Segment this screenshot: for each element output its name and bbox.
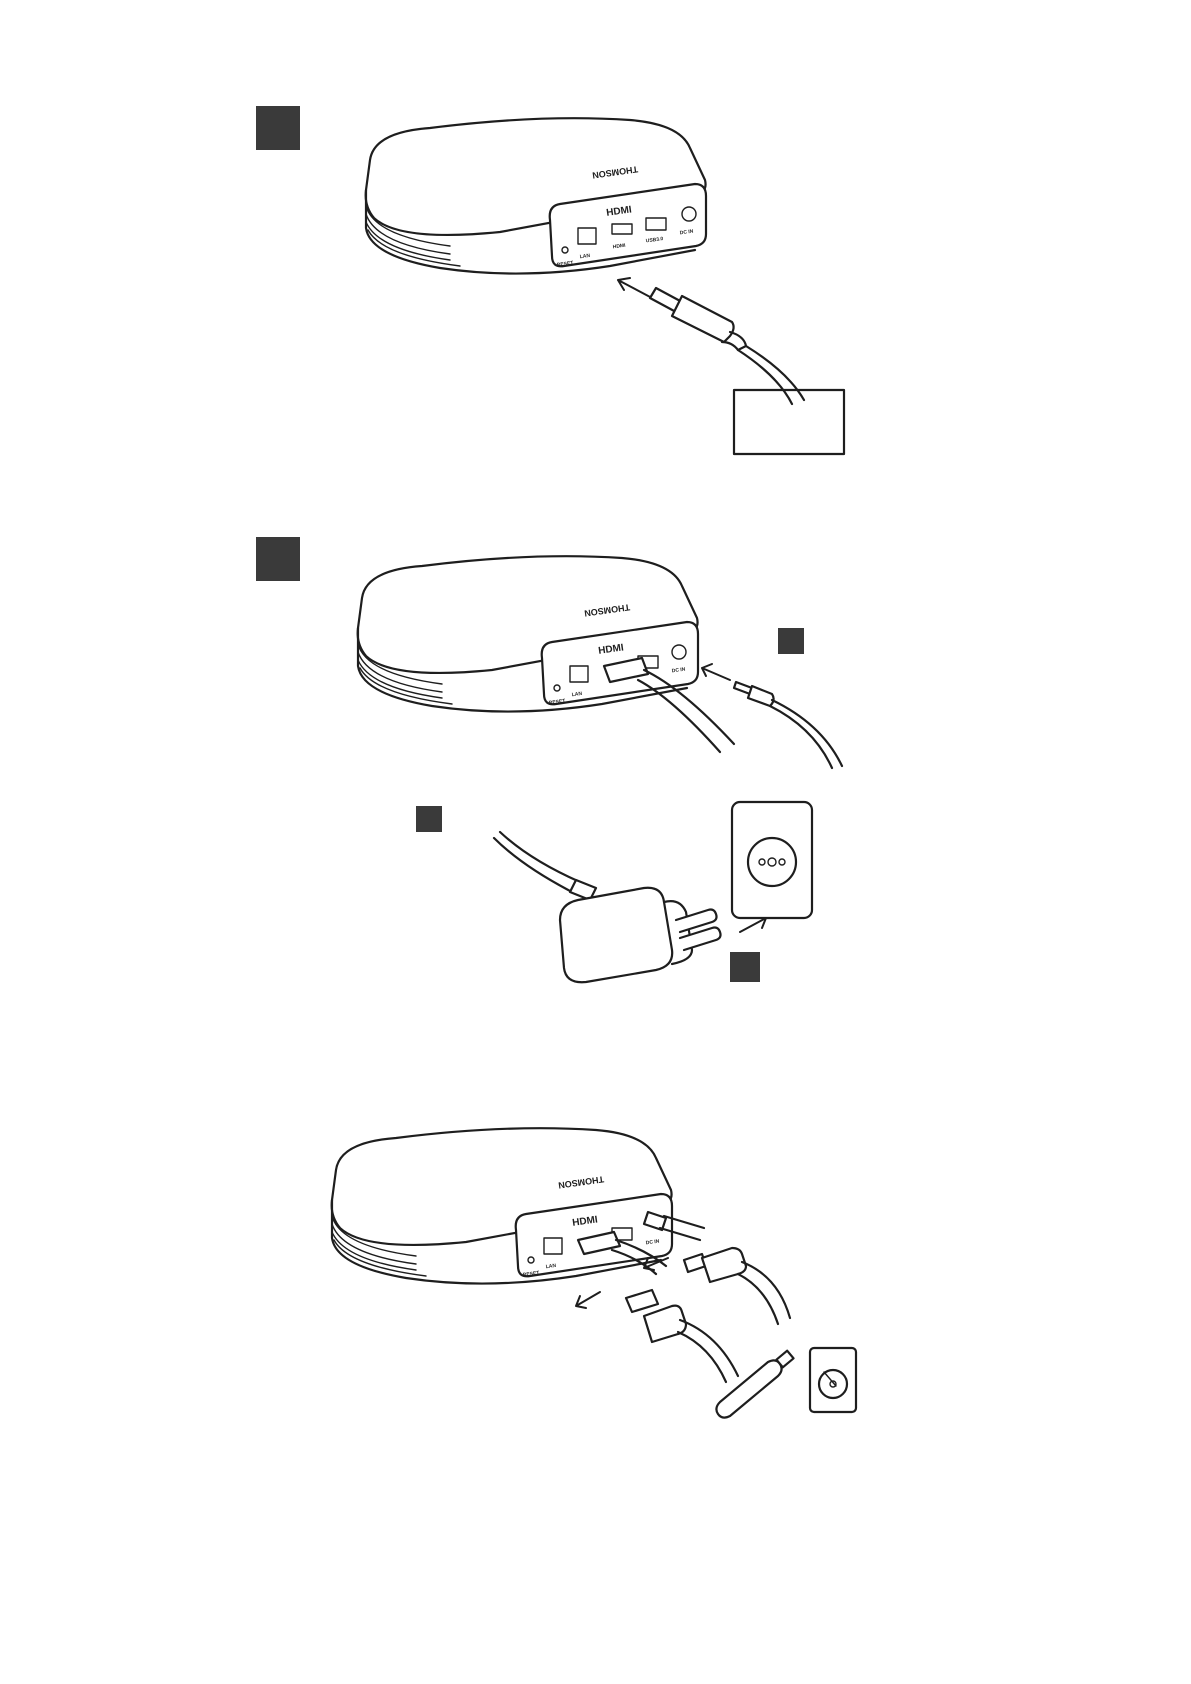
hard-disk-icon (810, 1348, 856, 1412)
tv-box-device: THOMSON HDMI RESET LAN DC IN (358, 556, 698, 711)
port-label-reset: RESET (556, 260, 573, 268)
step-1-illustration: THOMSON HDMI RESET LAN HDMI USB3.0 DC IN (360, 110, 860, 460)
step-2b-badge (416, 806, 442, 832)
step-2-illustration: THOMSON HDMI RESET LAN DC IN (352, 548, 872, 788)
hdmi-cable (618, 278, 804, 404)
step-1-badge (256, 106, 300, 150)
step-2a-badge (778, 628, 804, 654)
wall-socket-icon (732, 802, 812, 918)
step-2-badge (256, 537, 300, 581)
port-label-reset: RESET (548, 698, 565, 706)
dc-power-plug (702, 664, 842, 768)
step-2c-badge (730, 952, 760, 982)
tv-box-device: THOMSON HDMI RESET LAN HDMI USB3.0 DC IN (366, 118, 706, 273)
usb-flash-drive-icon (716, 1351, 793, 1418)
power-adapter-icon (494, 832, 721, 982)
tv-box-device: THOMSON HDMI RESET LAN DC IN (332, 1128, 672, 1283)
lan-cable (576, 1290, 738, 1382)
step-2-power-illustration (410, 800, 830, 1000)
port-label-reset: RESET (522, 1270, 539, 1278)
step-3-illustration: THOMSON HDMI RESET LAN DC IN (326, 1120, 866, 1420)
